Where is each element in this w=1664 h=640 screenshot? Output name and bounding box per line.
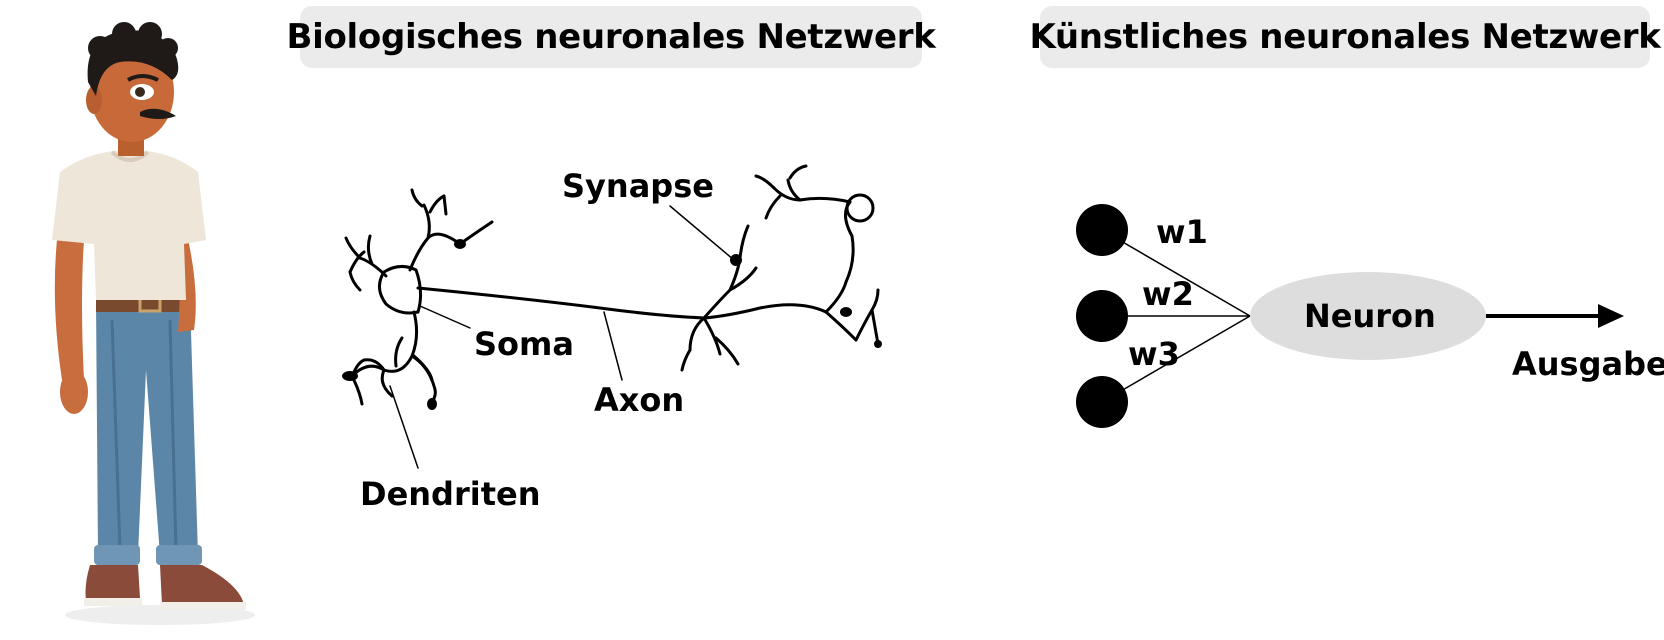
input-connection-1 <box>1101 229 1251 317</box>
input-connection-3 <box>1101 315 1251 403</box>
artificial-title-text: Künstliches neuronales Netzwerk <box>1029 17 1661 57</box>
output-label: Ausgabe <box>1512 345 1664 383</box>
biological-panel-title: Biologisches neuronales Netzwerk <box>287 6 936 68</box>
input-node-2 <box>1076 290 1128 342</box>
biological-title-text: Biologisches neuronales Netzwerk <box>286 17 936 57</box>
output-arrow-head <box>1598 304 1624 328</box>
soma-label: Soma <box>474 325 574 363</box>
artificial-panel-title: Künstliches neuronales Netzwerk <box>1029 6 1661 68</box>
weight-label-3: w3 <box>1128 335 1180 373</box>
synapse-label: Synapse <box>562 167 714 205</box>
input-node-3 <box>1076 376 1128 428</box>
input-node-1 <box>1076 204 1128 256</box>
neuron-label: Neuron <box>1304 297 1436 335</box>
cartoon-man-illustration <box>52 22 255 625</box>
weight-label-1: w1 <box>1156 213 1208 251</box>
neuron-node <box>1250 272 1486 360</box>
dendrites-label: Dendriten <box>360 475 541 513</box>
weight-label-2: w2 <box>1142 275 1194 313</box>
axon-label: Axon <box>594 381 685 419</box>
